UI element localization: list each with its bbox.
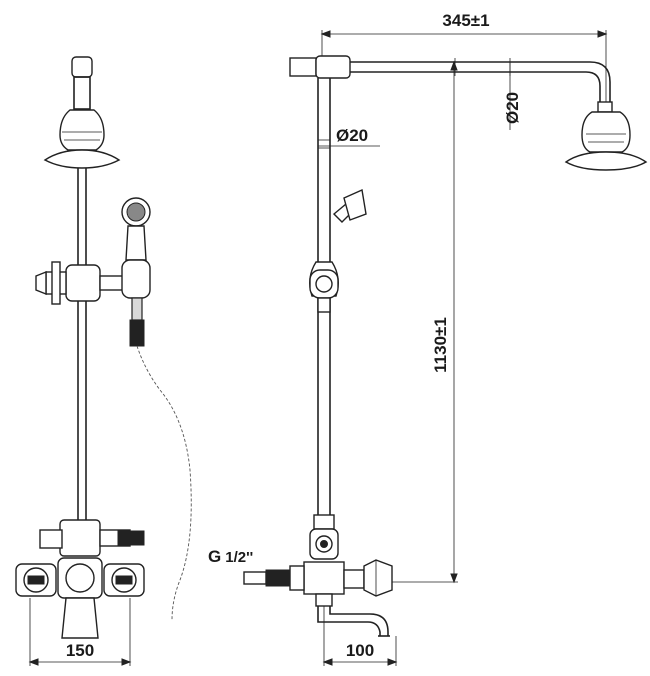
side-mixer-body: [303, 561, 345, 595]
hose-nut: [129, 319, 145, 347]
base-width-label: 150: [66, 641, 94, 660]
side-handle-stem: [343, 569, 365, 589]
side-spout-lower: [329, 606, 389, 636]
front-view: 150: [15, 56, 192, 666]
hand-shower-handle: [125, 225, 147, 261]
top-neck: [73, 76, 91, 110]
height-label: 1130±1: [431, 317, 450, 373]
left-cross-handle: [15, 563, 57, 597]
arm-bend-inner: [585, 71, 601, 102]
arm-diameter-label: Ø20: [503, 92, 522, 124]
side-handle-cross: [363, 559, 393, 597]
riser-tee: [315, 55, 351, 79]
right-cross-handle: [103, 563, 145, 597]
hand-shower-rose: [126, 202, 146, 222]
front-shower-head-bell: [59, 109, 105, 151]
side-slider-bottom: [317, 297, 331, 313]
side-spout-upper: [317, 606, 381, 636]
pipe-diameter-label: Ø20: [336, 126, 368, 145]
side-shower-head-bell: [581, 111, 631, 153]
thread-fraction: 1/2'': [225, 549, 253, 566]
thread-prefix: G: [208, 547, 221, 566]
side-shower-head-rose: [564, 151, 648, 171]
hand-shower-holder: [121, 259, 151, 299]
slider-cross-bar: [51, 261, 61, 305]
side-inlet-pipe: [243, 571, 267, 585]
side-slider-knob: [315, 275, 333, 293]
side-head-neck: [597, 101, 613, 113]
side-diverter-collar: [313, 514, 335, 530]
mixer-right-nut: [117, 530, 145, 546]
side-eccentric: [289, 565, 305, 591]
hose-connector: [131, 297, 143, 321]
front-shower-head-rose: [43, 149, 121, 169]
mixer-left-stub: [39, 529, 63, 549]
top-cap: [71, 56, 93, 78]
front-spout: [61, 597, 99, 639]
side-spout-joint: [315, 593, 333, 607]
side-hook-cup: [343, 188, 367, 221]
arm-length-label: 345±1: [442, 11, 489, 30]
diverter-knob: [65, 563, 95, 593]
slider-block: [65, 264, 101, 302]
arm-end-cap: [289, 57, 317, 77]
hose-dashed: [136, 345, 192, 621]
slider-cross-handle: [35, 270, 47, 296]
spout-depth-label: 100: [346, 641, 374, 660]
mixer-upper-body: [59, 519, 101, 557]
